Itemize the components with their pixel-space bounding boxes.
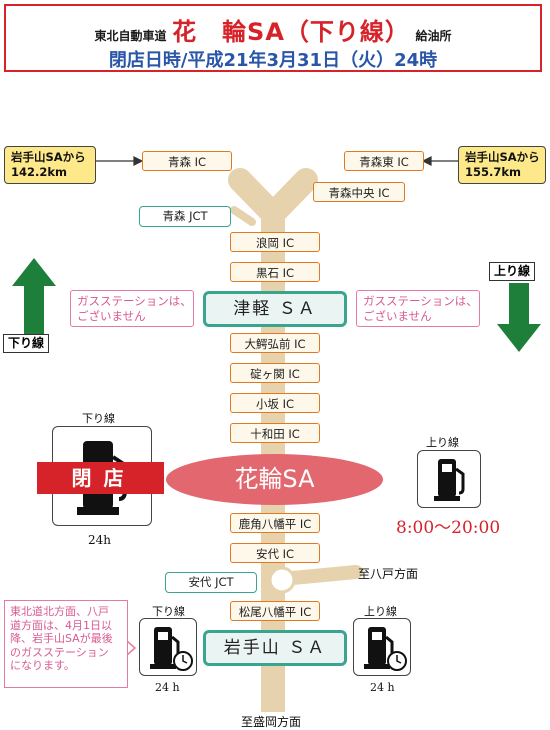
no-gas-note-left: ガスステーションは、 ございません [70, 290, 194, 327]
road-jct-spur [230, 206, 256, 226]
hanawa-up-hours: 8:00〜20:00 [396, 518, 501, 538]
distance-right-value: 155.7km [465, 165, 522, 179]
sa-tsugaru: 津軽 ＳＡ [203, 291, 347, 327]
facility-label: 給油所 [415, 29, 452, 43]
iwate-up-label: 上り線 [364, 605, 397, 618]
down-line-label: 下り線 [3, 334, 50, 353]
ic-kuroishi: 黒石 IC [230, 262, 320, 282]
gas-pump-icon [364, 627, 407, 671]
note-line: のガスステーション [10, 645, 109, 659]
up-line-label: 上り線 [489, 262, 536, 281]
distance-box-left: 岩手山SAから 142.2km [4, 146, 96, 184]
ic-aomori-chuo: 青森中央 IC [313, 182, 405, 202]
to-morioka: 至盛岡方面 [241, 715, 302, 729]
road-fork [228, 168, 318, 232]
hanawa-down-hours: 24h [88, 533, 111, 547]
up-direction-arrow [497, 283, 541, 352]
ic-ikarigaseki: 碇ヶ関 IC [230, 363, 320, 383]
sa-hanawa: 花輪SA [166, 454, 383, 505]
gas-pump-icon [150, 627, 193, 671]
no-gas-left-line1: ガスステーションは、 [77, 294, 192, 308]
iwate-down-gas-box [139, 618, 197, 676]
iwate-up-hours: 24 h [370, 681, 395, 694]
sa-iwatesan: 岩手山 ＳＡ [203, 630, 347, 666]
note-line: 道方面は、4月1日以 [10, 618, 112, 632]
jct-aomori: 青森 JCT [139, 206, 231, 227]
note-line: 東北道北方面、八戸 [10, 605, 109, 618]
ic-ashiro: 安代 IC [230, 543, 320, 563]
no-gas-right-line1: ガスステーションは、 [363, 294, 478, 308]
no-gas-right-line2: ございません [363, 309, 432, 323]
ic-kosaka: 小坂 IC [230, 393, 320, 413]
gas-pump-icon [434, 459, 465, 501]
ic-namioka: 浪岡 IC [230, 232, 320, 252]
closing-notice: 閉店日時/平成21年3月31日（火）24時 [108, 50, 438, 71]
ic-towada: 十和田 IC [230, 423, 320, 443]
no-gas-left-line2: ございません [77, 309, 146, 323]
ic-matsuo-hachimantai: 松尾八幡平 IC [230, 601, 320, 621]
distance-right-label: 岩手山SAから [465, 150, 540, 164]
closed-banner: 閉店 [37, 462, 164, 494]
last-gas-station-note: 東北道北方面、八戸 道方面は、4月1日以 降、岩手山SAが最後 のガスステーショ… [4, 600, 128, 688]
distance-box-right: 岩手山SAから 155.7km [458, 146, 546, 184]
note-line: になります。 [10, 659, 75, 672]
arrow-left-ic [133, 156, 144, 166]
ic-owani-hirosaki: 大鰐弘前 IC [230, 333, 320, 353]
distance-left-label: 岩手山SAから [11, 150, 86, 164]
sa-name: 花 輪SA（下り線） [172, 18, 410, 46]
ic-kazuno-hachimantai: 鹿角八幡平 IC [230, 513, 320, 533]
down-direction-arrow [12, 258, 56, 352]
note-line: 降、岩手山SAが最後 [10, 632, 113, 645]
to-hachinohe: 至八戸方面 [358, 567, 419, 581]
distance-left-value: 142.2km [11, 165, 68, 179]
iwate-down-hours: 24 h [155, 681, 180, 694]
ic-aomori-higashi: 青森東 IC [344, 151, 424, 171]
header-box: 東北自動車道 花 輪SA（下り線） 給油所 閉店日時/平成21年3月31日（火）… [4, 4, 542, 72]
arrow-right-ic [421, 156, 432, 166]
hanawa-up-label: 上り線 [426, 436, 459, 449]
road-name: 東北自動車道 [94, 29, 167, 43]
no-gas-note-right: ガスステーションは、 ございません [356, 290, 480, 327]
jct-ashiro: 安代 JCT [165, 572, 257, 593]
ic-aomori: 青森 IC [142, 151, 232, 171]
iwate-up-gas-box [353, 618, 411, 676]
iwate-down-label: 下り線 [152, 605, 185, 618]
note-pointer [126, 640, 137, 656]
hanawa-up-gas-box [417, 450, 481, 508]
header-title-line: 東北自動車道 花 輪SA（下り線） 給油所 [6, 12, 540, 47]
hanawa-down-label: 下り線 [82, 412, 115, 425]
ashiro-jct-junction [268, 566, 296, 594]
